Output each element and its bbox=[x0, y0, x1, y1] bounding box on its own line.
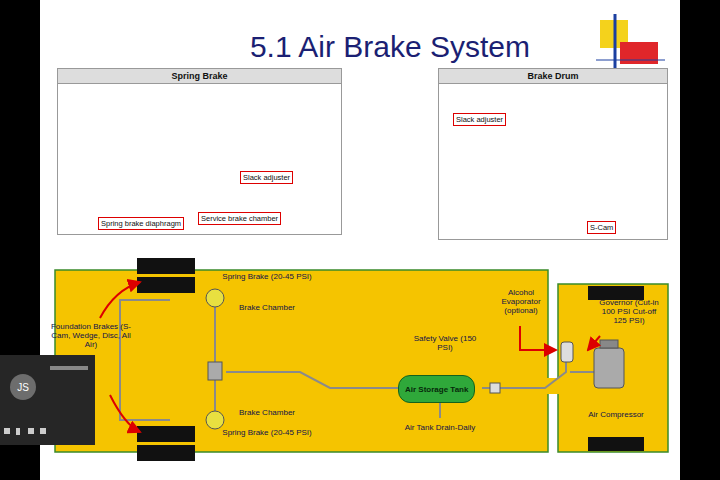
panel-heading: Spring Brake bbox=[58, 69, 341, 84]
node-text: Air Storage Tank bbox=[405, 385, 468, 394]
node-text: Slack adjuster bbox=[456, 115, 503, 124]
component-label: Spring Brake (20-45 PSI) bbox=[222, 428, 312, 437]
node-text: JS bbox=[17, 382, 29, 393]
callout-box: S-Cam bbox=[587, 221, 616, 234]
component-label: Safety Valve (150 PSI) bbox=[412, 334, 478, 352]
callout-box: Slack adjuster bbox=[240, 171, 293, 184]
brake-chambers bbox=[206, 289, 624, 429]
slide-ground bbox=[40, 0, 680, 480]
callout-arrows bbox=[100, 282, 600, 432]
callout-box: Slack adjuster bbox=[453, 113, 506, 126]
component-label: Foundation Brakes (S-Cam, Wedge, Disc, A… bbox=[50, 322, 132, 350]
callout-box: Service brake chamber bbox=[198, 212, 281, 225]
video-call-overlay bbox=[0, 355, 95, 445]
truck-chassis bbox=[55, 258, 668, 461]
air-tank: Air Storage Tank bbox=[398, 375, 475, 403]
node-text: Service brake chamber bbox=[201, 214, 278, 223]
participant-avatar: JS bbox=[10, 374, 36, 400]
component-label: Brake Chamber bbox=[232, 408, 302, 417]
component-label: Air Tank Drain-Daily bbox=[392, 423, 488, 432]
component-label: Brake Chamber bbox=[232, 303, 302, 312]
illustration-panel: Spring BrakeSpring brake diaphragm Servic… bbox=[57, 68, 342, 235]
node-text: Spring brake diaphragm bbox=[101, 219, 181, 228]
panel-heading: Brake Drum bbox=[439, 69, 667, 84]
component-label: Air Compressor bbox=[572, 410, 660, 419]
illustration-panel: Brake DrumSlack adjusterS-Cam bbox=[438, 68, 668, 240]
slide-title: 5.1 Air Brake System bbox=[205, 30, 575, 64]
component-label: Spring Brake (20-45 PSI) bbox=[222, 272, 312, 281]
component-label: Governor (Cut-in 100 PSI Cut-off 125 PSI… bbox=[594, 298, 664, 326]
callout-box: Spring brake diaphragm bbox=[98, 217, 184, 230]
corner-decoration bbox=[596, 14, 665, 70]
air-lines bbox=[120, 300, 600, 420]
component-label: Alcohol Evaporator (optional) bbox=[488, 288, 554, 316]
node-text: S-Cam bbox=[590, 223, 613, 232]
node-text: Slack adjuster bbox=[243, 173, 290, 182]
